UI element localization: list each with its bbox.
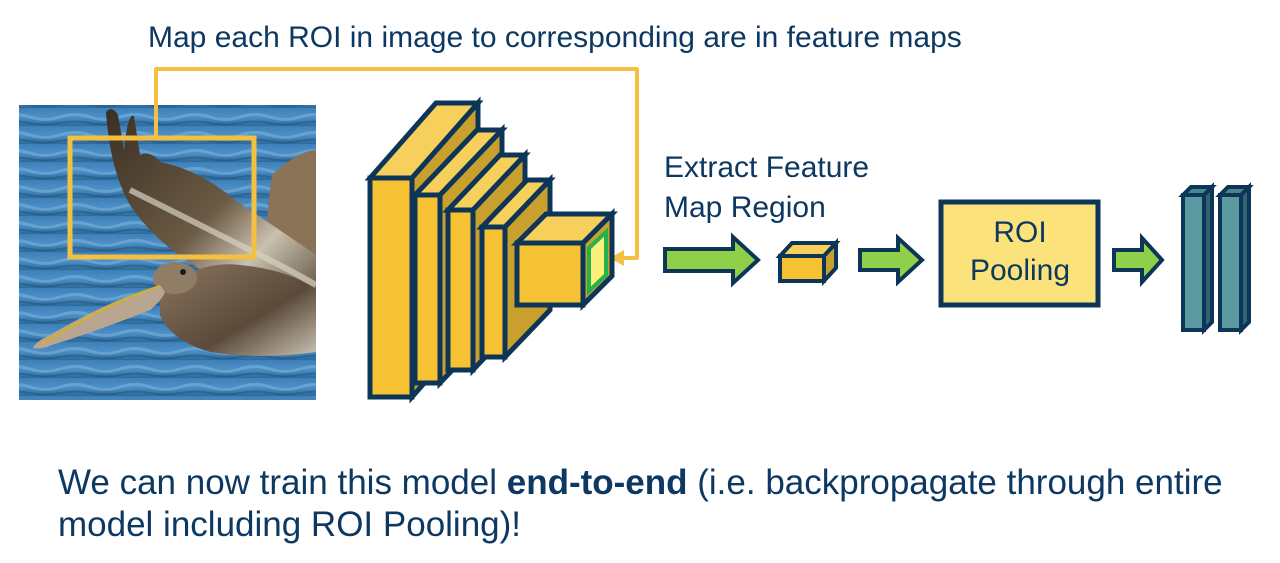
roi-pooling-box	[938, 199, 1101, 308]
pelican-head	[153, 262, 197, 294]
extract-label-line-2: Map Region	[664, 191, 826, 224]
cnn-backbone	[364, 96, 619, 404]
roi-mapping-connector	[154, 67, 639, 260]
note-part-2: (i.e. backpropagate through entire model…	[58, 463, 1223, 544]
note-emphasis: end-to-end	[506, 463, 688, 502]
pelican-body	[160, 264, 316, 356]
arrow-extract-icon	[663, 232, 761, 288]
fc-layer-2	[1215, 182, 1254, 335]
roi-pooling-label-line-2: Pooling	[969, 254, 1071, 287]
extract-feature-map-label: Extract Feature Map Region	[664, 148, 869, 228]
note-part-1: We can now train this model	[58, 463, 507, 502]
roi-pooling-label: ROI Pooling	[943, 214, 1097, 290]
arrow-to-fc-icon	[1112, 232, 1165, 288]
pelican-photo	[19, 105, 316, 400]
fc-layer-1	[1178, 182, 1217, 335]
roi-box	[67, 135, 257, 260]
pelican-near-wing	[106, 109, 316, 320]
end-to-end-note: We can now train this model end-to-end (…	[58, 462, 1258, 546]
fc-layers	[1178, 182, 1254, 335]
pelican-beak	[33, 285, 165, 349]
roi-pooling-label-line-1: ROI	[993, 216, 1047, 249]
extracted-region-cube	[775, 237, 841, 287]
arrow-to-pooling-icon	[858, 233, 925, 287]
extract-label-line-1: Extract Feature	[664, 151, 870, 184]
feature-map-roi-highlight	[587, 227, 608, 296]
connector-arrowhead	[610, 250, 624, 266]
top-caption: Map each ROI in image to corresponding a…	[148, 21, 962, 54]
